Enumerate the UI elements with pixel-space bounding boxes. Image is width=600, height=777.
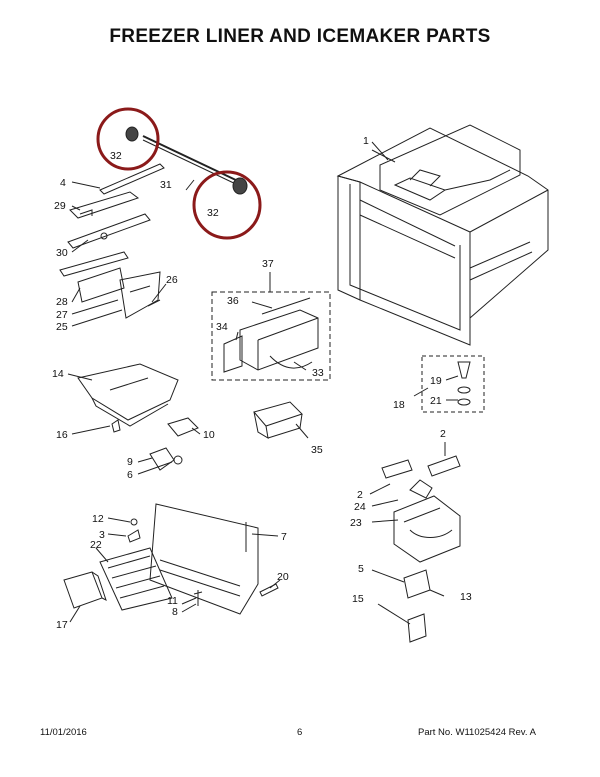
callout-27: 27 — [56, 309, 68, 321]
icemaker-assembly[interactable] — [211, 291, 331, 381]
callout-18: 18 — [393, 399, 405, 411]
callout-1: 1 — [363, 135, 369, 147]
callout-23: 23 — [350, 517, 362, 529]
callout-labels: 1 2 2 3 4 5 6 7 8 9 10 11 12 13 14 15 16… — [52, 135, 472, 631]
callout-32-left: 32 — [110, 150, 122, 162]
callout-2-b: 2 — [357, 489, 363, 501]
callout-35: 35 — [311, 444, 323, 456]
fan-mount[interactable] — [421, 355, 485, 413]
callout-20: 20 — [277, 571, 289, 583]
callout-30: 30 — [56, 247, 68, 259]
highlight-circles — [96, 107, 262, 240]
callout-12: 12 — [92, 513, 104, 525]
callout-36: 36 — [227, 295, 239, 307]
callout-7: 7 — [281, 531, 287, 543]
ice-tray[interactable] — [253, 401, 303, 439]
callout-15: 15 — [352, 593, 364, 605]
callout-32-right: 32 — [207, 207, 219, 219]
left-rail-parts[interactable] — [59, 135, 241, 319]
callout-14: 14 — [52, 368, 64, 380]
end-cap-parts[interactable] — [125, 126, 248, 195]
callout-19: 19 — [430, 375, 442, 387]
callout-2: 2 — [440, 428, 446, 440]
bin-housing[interactable] — [77, 363, 199, 437]
callout-21: 21 — [430, 395, 442, 407]
callout-24: 24 — [354, 501, 366, 513]
callout-6: 6 — [127, 469, 133, 481]
highlight-circle-left — [96, 107, 160, 171]
callout-5: 5 — [358, 563, 364, 575]
callout-22: 22 — [90, 539, 102, 551]
callout-33: 33 — [312, 367, 324, 379]
page-title: FREEZER LINER AND ICEMAKER PARTS — [109, 26, 491, 47]
callout-28: 28 — [56, 296, 68, 308]
callout-16: 16 — [56, 429, 68, 441]
callout-11: 11 — [167, 595, 178, 607]
callout-3: 3 — [99, 529, 105, 541]
callout-4: 4 — [60, 177, 66, 189]
lower-panel[interactable] — [63, 503, 279, 615]
footer-part-info: Part No. W11025424 Rev. A — [418, 727, 536, 738]
freezer-liner[interactable] — [336, 124, 549, 346]
evaporator-fan-assembly[interactable] — [381, 455, 461, 643]
callout-8: 8 — [172, 606, 178, 618]
callout-26: 26 — [166, 274, 178, 286]
footer-date: 11/01/2016 — [40, 727, 87, 738]
callout-17: 17 — [56, 619, 68, 631]
callout-31: 31 — [160, 179, 172, 191]
highlight-circle-right — [192, 170, 262, 240]
fitting-parts[interactable] — [149, 447, 183, 471]
footer-page-number: 6 — [297, 727, 303, 738]
callout-9: 9 — [127, 456, 133, 468]
callout-29: 29 — [54, 200, 66, 212]
callout-13: 13 — [460, 591, 472, 603]
callout-37: 37 — [262, 258, 274, 270]
callout-25: 25 — [56, 321, 68, 333]
callout-34: 34 — [216, 321, 228, 333]
callout-10: 10 — [203, 429, 215, 441]
leader-lines — [67, 141, 459, 625]
